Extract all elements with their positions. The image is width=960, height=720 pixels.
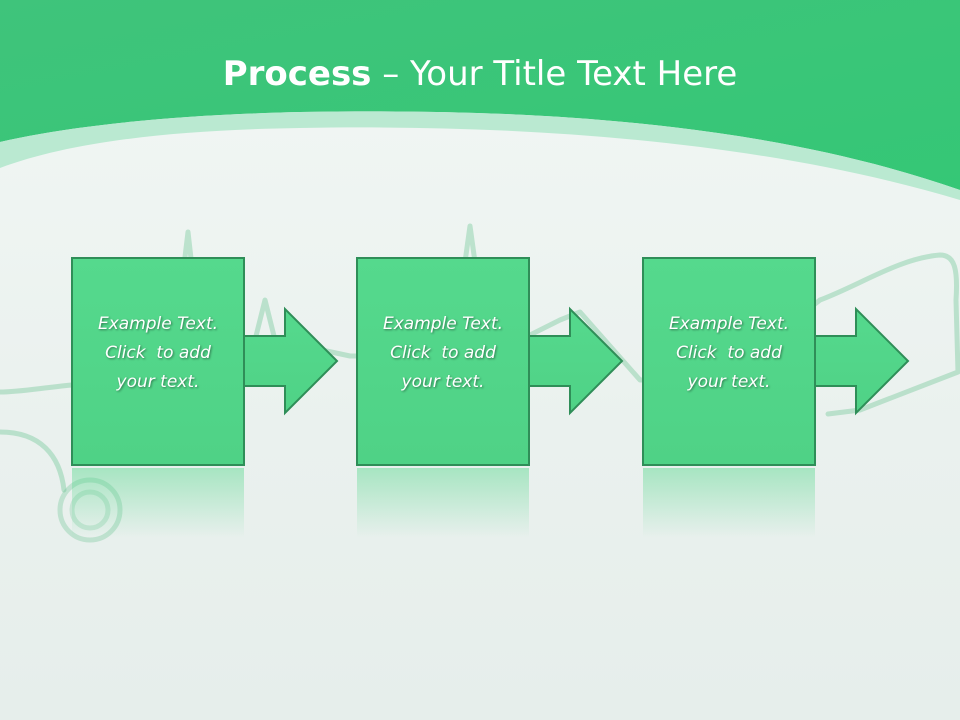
reflections (72, 468, 815, 538)
title-bold: Process (222, 54, 372, 94)
step-text-line: Example Text. (97, 314, 219, 334)
step-text-line: Example Text. (382, 314, 504, 334)
step-text-line: your text. (687, 372, 771, 392)
step-text-line: your text. (116, 372, 200, 392)
process-step-2[interactable] (356, 257, 624, 466)
step-3-arrow (810, 306, 910, 416)
step-text-line: Example Text. (668, 314, 790, 334)
step-1-arrow (239, 306, 339, 416)
step-text-line: Click to add (676, 343, 782, 363)
step-1-text[interactable]: Example Text. Click to add your text. (72, 310, 244, 397)
header-band (0, 0, 960, 190)
step-text-line: Click to add (390, 343, 496, 363)
step-text-line: your text. (401, 372, 485, 392)
title-rest: – Your Title Text Here (371, 54, 738, 94)
step-1-box (71, 257, 245, 466)
process-step-3[interactable] (642, 257, 910, 466)
step-text-line: Click to add (105, 343, 211, 363)
step-3-text[interactable]: Example Text. Click to add your text. (643, 310, 815, 397)
step-2-box (356, 257, 530, 466)
step-2-arrow (524, 306, 624, 416)
header-swoosh (0, 111, 960, 200)
slide-title[interactable]: Process – Your Title Text Here (0, 52, 960, 96)
step-2-text[interactable]: Example Text. Click to add your text. (357, 310, 529, 397)
process-step-1[interactable] (71, 257, 339, 466)
step-3-box (642, 257, 816, 466)
